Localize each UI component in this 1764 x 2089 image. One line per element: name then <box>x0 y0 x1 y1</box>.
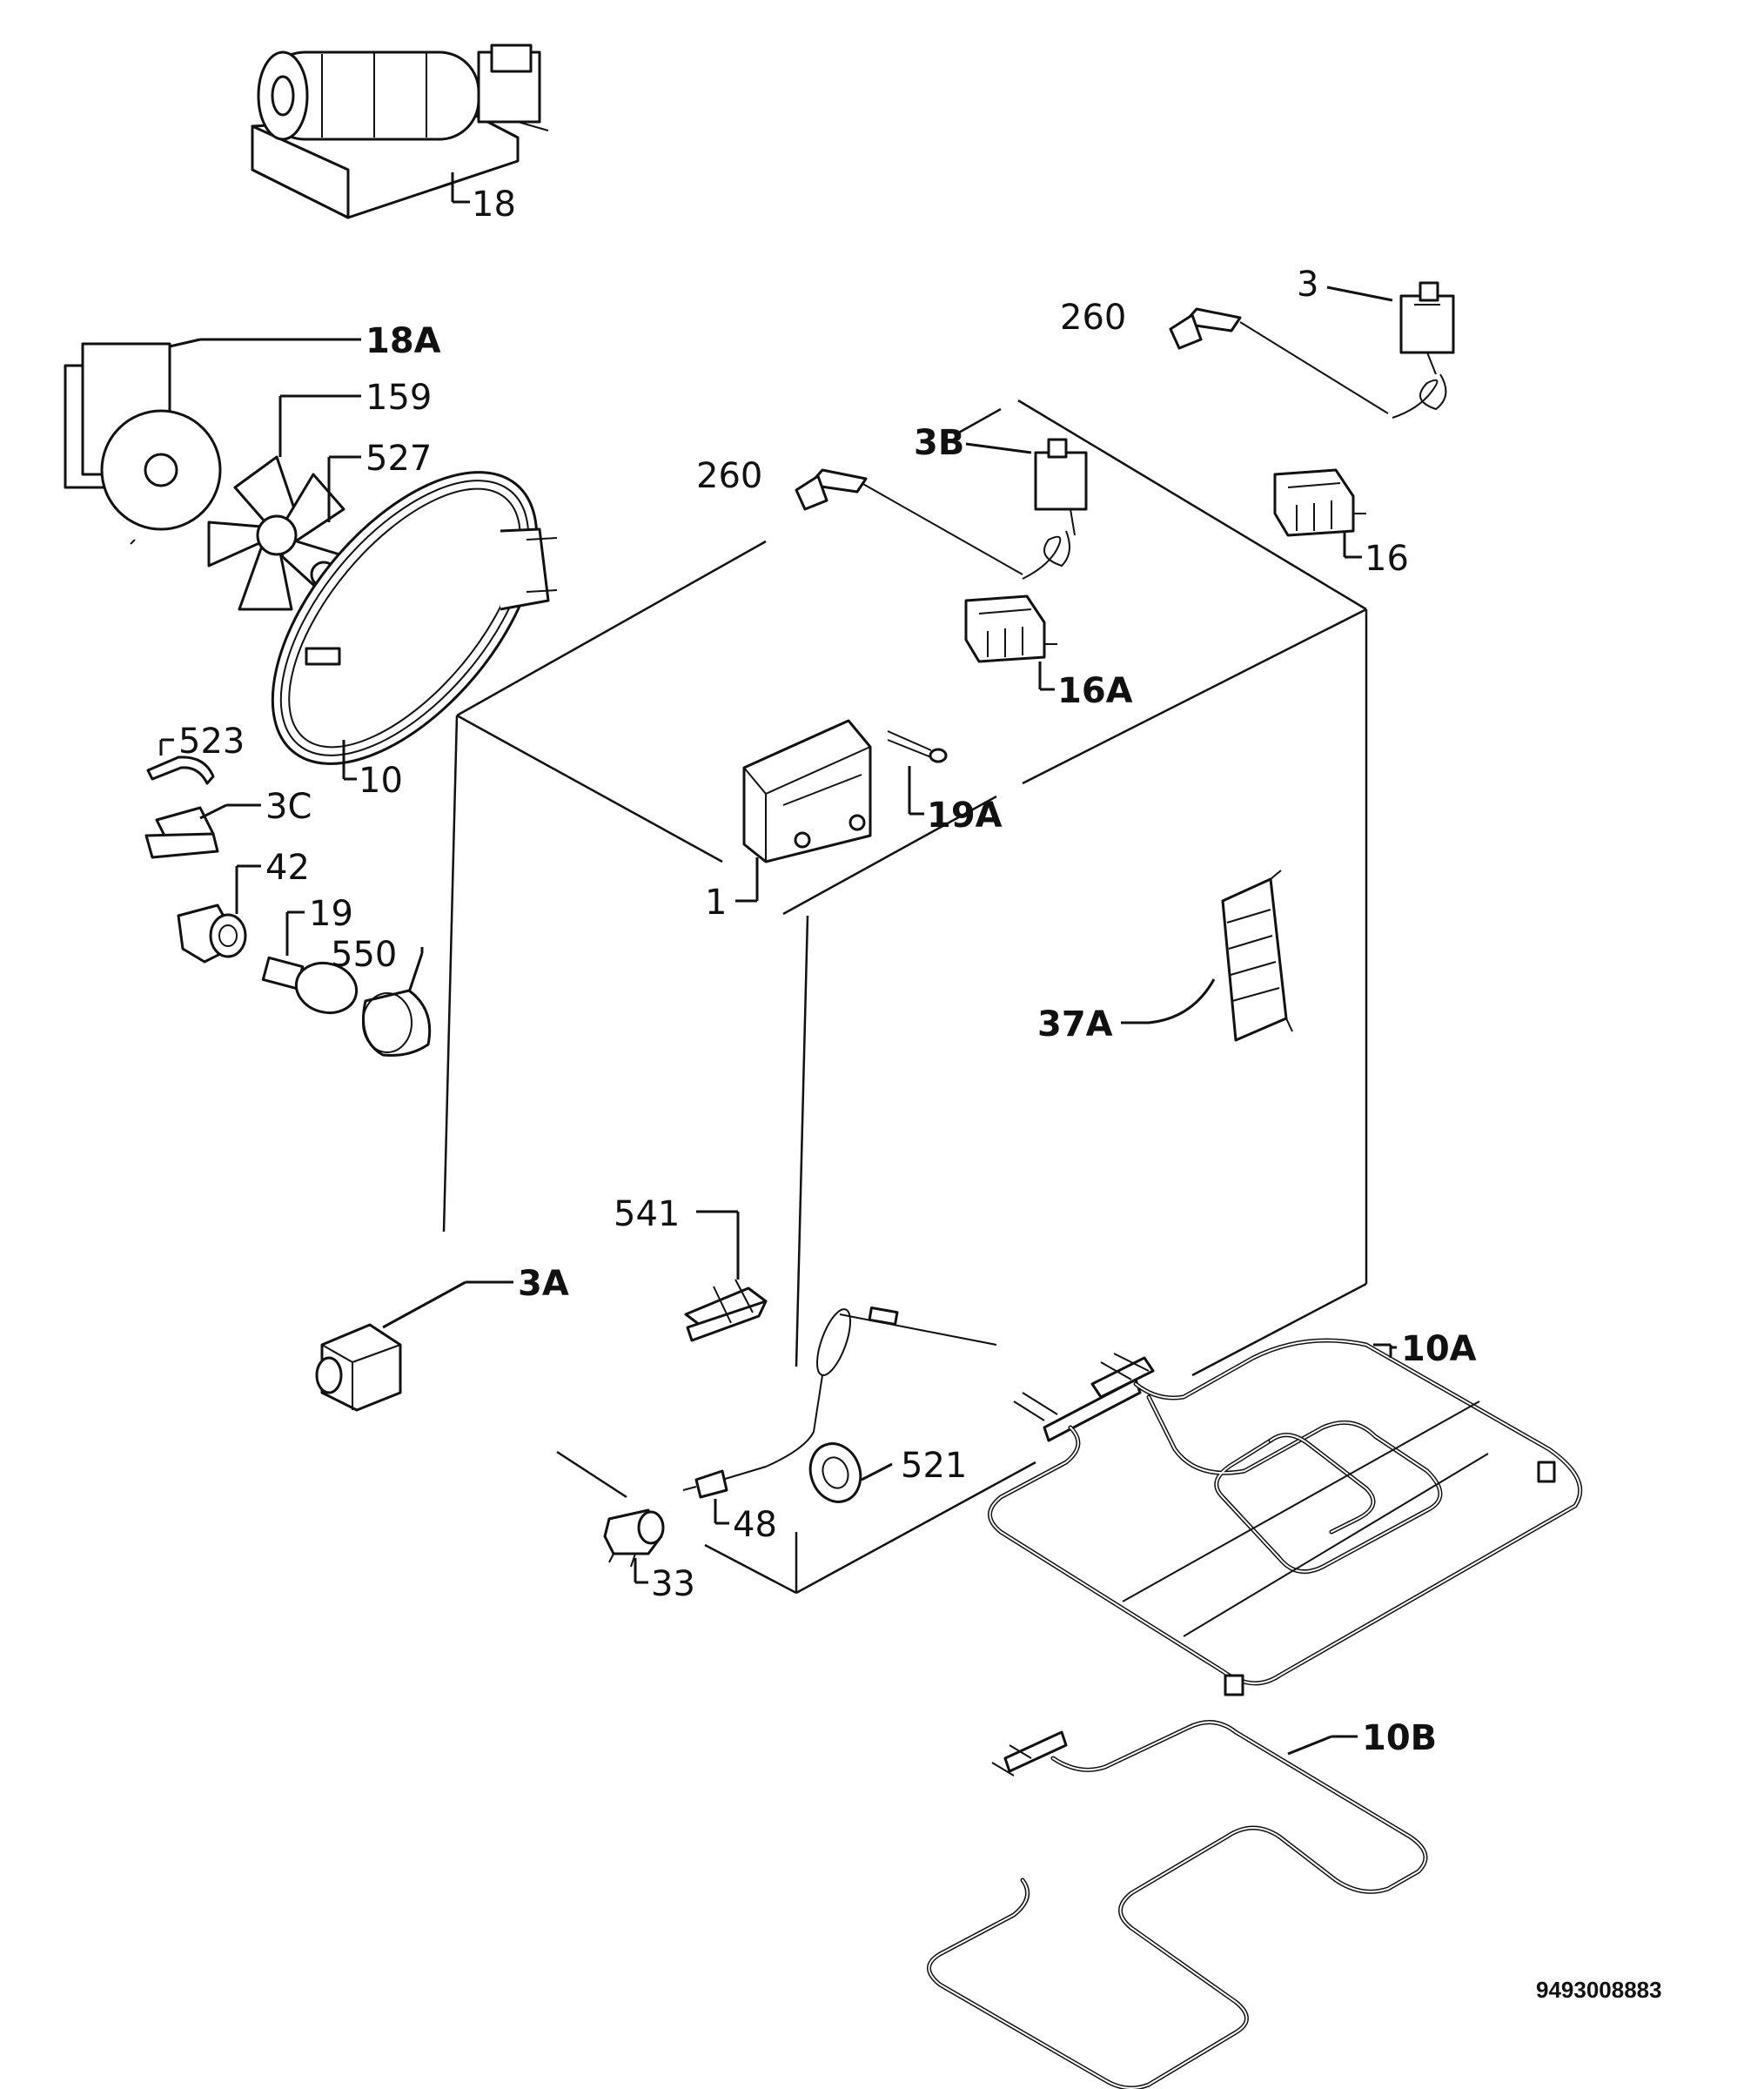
thermostat-3B-with-probe: 3B 260 <box>696 423 1088 580</box>
callout-48: 48 <box>733 1505 777 1545</box>
terminal-block-37A: 37A <box>1037 870 1293 1044</box>
bottom-element-10B: 10B <box>927 1718 1437 2089</box>
grill-element-10A: 10A <box>988 1329 1583 1696</box>
callout-18A: 18A <box>366 321 441 361</box>
callout-523: 523 <box>178 722 245 762</box>
cabinet-outline <box>442 399 1368 1595</box>
callout-37A: 37A <box>1037 1004 1113 1044</box>
switch-3A: 3A <box>315 1264 569 1412</box>
callout-33: 33 <box>651 1564 695 1604</box>
callout-3: 3 <box>1297 265 1318 305</box>
document-code: 9493008883 <box>1536 1977 1662 2003</box>
callout-3C: 3C <box>265 787 312 827</box>
callout-159: 159 <box>366 378 432 418</box>
callout-550: 550 <box>331 935 397 975</box>
lamp-cover-550: 550 <box>331 935 432 1057</box>
callout-260: 260 <box>696 456 762 496</box>
callout-521: 521 <box>901 1446 967 1486</box>
callout-1: 1 <box>705 883 727 923</box>
callout-19A: 19A <box>927 796 1003 836</box>
switch-16: 16 <box>1273 468 1409 579</box>
control-box-1: 1 <box>705 719 872 923</box>
connector-541: 541 <box>614 1194 768 1342</box>
clip-523: 523 <box>146 722 245 785</box>
callout-10A: 10A <box>1401 1329 1477 1369</box>
thermostat-3-with-probe: 3 260 <box>1060 265 1455 419</box>
fan-motor-18A: 18A <box>64 321 441 545</box>
lamp-19A: 19A <box>887 730 1003 836</box>
lamp-bulb-19: 19 <box>261 894 359 1015</box>
callout-42: 42 <box>265 848 310 888</box>
callout-19: 19 <box>309 894 353 934</box>
thermal-cutout-3C: 3C <box>144 787 312 859</box>
tangential-fan-18: 18 <box>251 44 549 225</box>
lamp-holder-42: 42 <box>177 848 310 964</box>
callout-10B: 10B <box>1362 1718 1437 1758</box>
circular-element-10: 10 <box>271 471 558 801</box>
callout-527: 527 <box>366 439 432 479</box>
callout-16: 16 <box>1365 539 1409 579</box>
callout-260-top: 260 <box>1060 298 1126 338</box>
callout-18: 18 <box>472 185 516 225</box>
thermal-fuse-33: 33 <box>603 1508 695 1604</box>
callout-16A: 16A <box>1057 671 1133 711</box>
callout-3B: 3B <box>914 423 964 463</box>
probe-48: 48 <box>682 1306 997 1545</box>
switch-16A: 16A <box>964 594 1133 711</box>
callout-3A: 3A <box>518 1264 569 1304</box>
lamp-holder-521: 521 <box>808 1442 967 1503</box>
callout-541: 541 <box>614 1194 680 1234</box>
callout-10: 10 <box>359 761 403 801</box>
